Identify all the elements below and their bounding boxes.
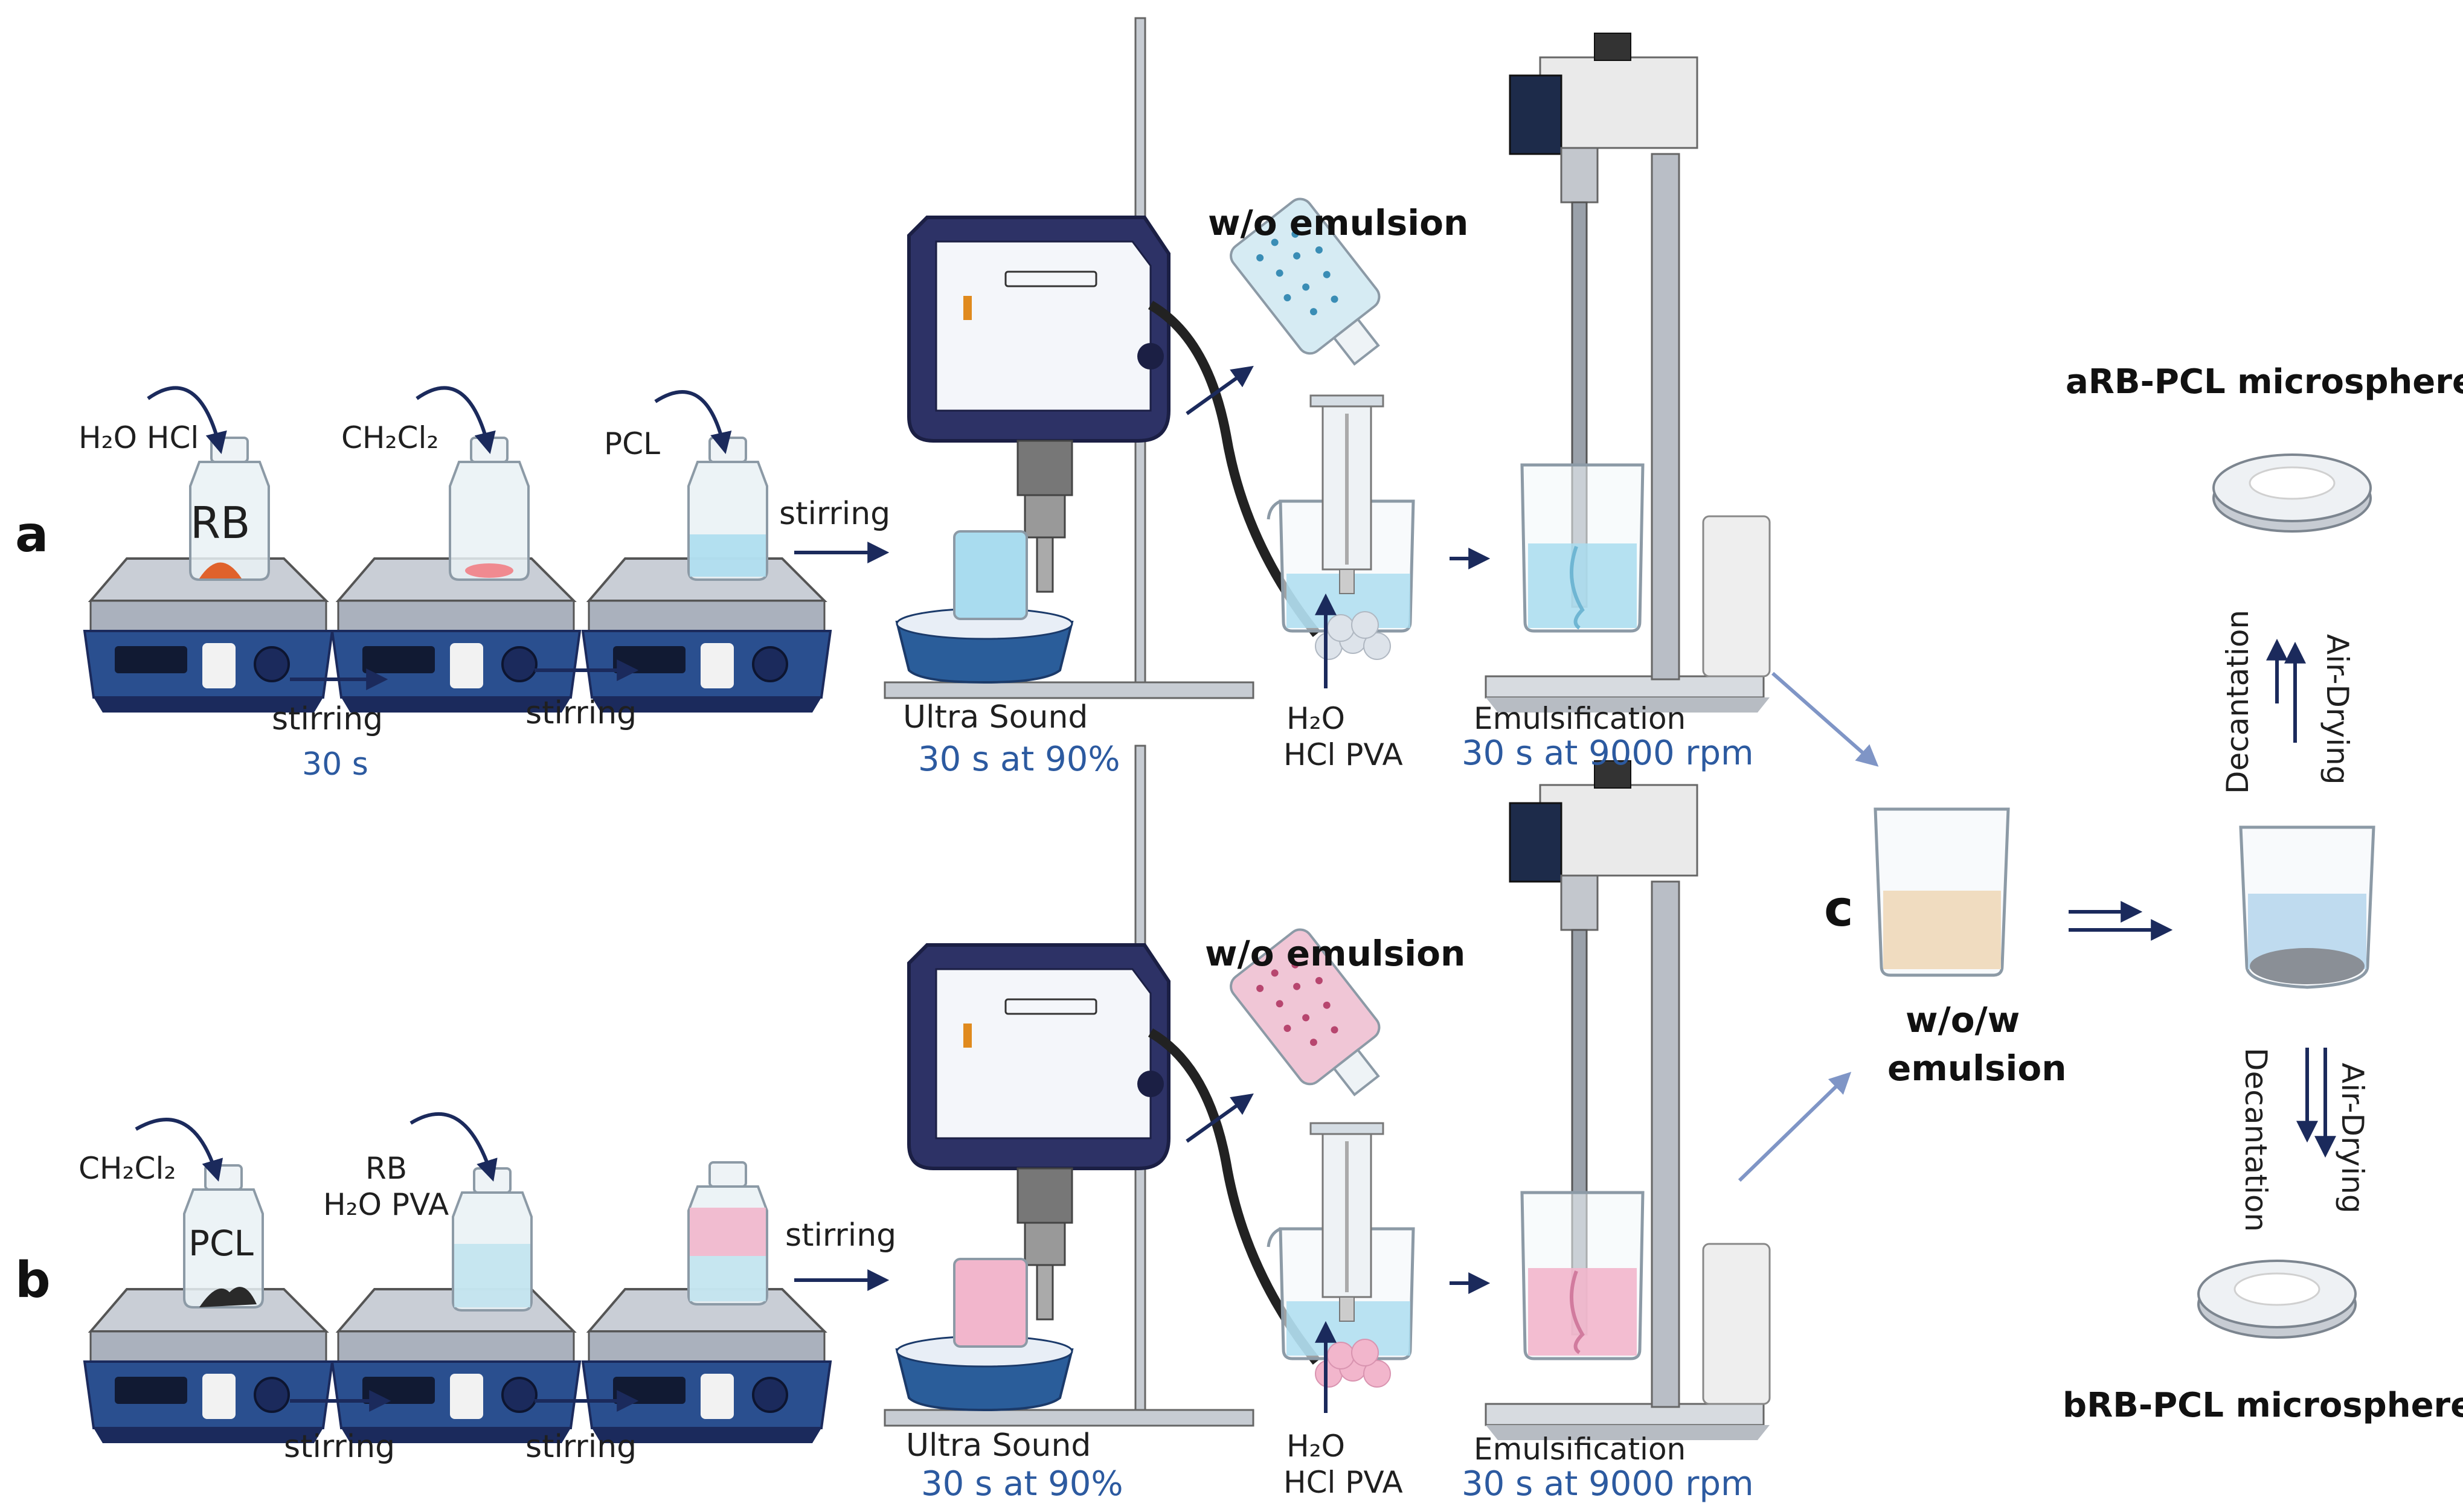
bottom-air-drying-label: Air-Drying	[2335, 1063, 2370, 1214]
row-a-step3-label: stirring	[779, 496, 891, 532]
row-a-step1-time: 30 s	[302, 746, 368, 783]
petri-dish-icon	[2197, 1260, 2357, 1339]
row-b-aqueous-line1: H₂O	[1286, 1429, 1345, 1464]
row-a-emulsion-label: w/o emulsion	[1208, 202, 1469, 243]
beaker-icon	[1874, 807, 2010, 977]
row-b-plate2-line2: H₂O PVA	[323, 1187, 449, 1222]
row-a-plate2-reagent: CH₂Cl₂	[341, 420, 439, 455]
petri-dish-icon	[2212, 453, 2372, 533]
row-b-emulsification-label: Emulsification	[1474, 1432, 1686, 1467]
row-a-plate3-reagent: PCL	[604, 426, 660, 461]
row-b	[83, 746, 1852, 1444]
row-a-aqueous-line2: HCl PVA	[1283, 737, 1403, 772]
hot-plate-stirrer-icon	[331, 557, 581, 714]
row-b-ultrasound-label: Ultra Sound	[906, 1427, 1091, 1464]
hot-plate-stirrer-icon	[331, 1288, 581, 1444]
row-a-emulsification-setting: 30 s at 9000 rpm	[1462, 734, 1754, 773]
bottom-product-label: bRB-PCL microspheres	[2063, 1386, 2463, 1425]
row-b-step2-label: stirring	[525, 1429, 637, 1465]
row-a-step1-label: stirring	[272, 701, 384, 737]
panel-label-b: b	[15, 1252, 51, 1309]
beaker-icon	[2239, 825, 2375, 989]
hot-plate-stirrer-icon	[582, 1288, 832, 1444]
bottle-icon	[449, 437, 530, 581]
row-b-emulsion-label: w/o emulsion	[1205, 933, 1466, 974]
row-b-step1-label: stirring	[284, 1429, 396, 1465]
panel-label-c: c	[1824, 880, 1854, 938]
row-a-emulsification-label: Emulsification	[1474, 701, 1686, 736]
hot-plate-stirrer-icon	[83, 557, 333, 714]
row-b-plate2-line1: RB	[365, 1151, 408, 1186]
wow-emulsion-line2: emulsion	[1887, 1048, 2067, 1089]
row-a-step2-label: stirring	[525, 695, 637, 731]
row-a-ultrasound-label: Ultra Sound	[903, 699, 1088, 735]
row-a-bottle-label: RB	[190, 498, 251, 548]
row-a-plate1-reagent: H₂O HCl	[79, 420, 199, 455]
row-a-ultrasound-setting: 30 s at 90%	[918, 740, 1120, 779]
row-b-emulsification-setting: 30 s at 9000 rpm	[1462, 1464, 1754, 1504]
row-b-aqueous-line2: HCl PVA	[1283, 1465, 1403, 1500]
row-a-aqueous-line1: H₂O	[1286, 701, 1345, 736]
bottom-decantation-label: Decantation	[2238, 1048, 2273, 1232]
row-b-ultrasound-setting: 30 s at 90%	[921, 1464, 1123, 1504]
top-product-label: aRB-PCL microspheres	[2066, 362, 2463, 402]
row-b-step3-label: stirring	[785, 1217, 897, 1254]
hot-plate-stirrer-icon	[582, 557, 832, 714]
top-air-drying-label: Air-Drying	[2320, 634, 2355, 785]
row-b-plate1-reagent: CH₂Cl₂	[79, 1151, 176, 1186]
hot-plate-stirrer-icon	[83, 1288, 333, 1444]
row-b-bottle-label: PCL	[188, 1223, 254, 1264]
panel-c	[1874, 453, 2375, 1339]
wow-emulsion-line1: w/o/w	[1906, 999, 2020, 1040]
panel-label-a: a	[15, 506, 49, 563]
top-decantation-label: Decantation	[2220, 609, 2255, 794]
row-a	[83, 18, 1879, 767]
